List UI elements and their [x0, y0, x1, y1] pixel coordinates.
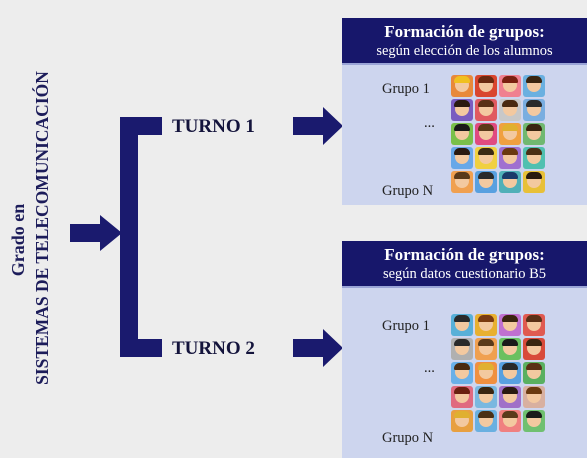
bracket-bottom-arm: [120, 339, 162, 357]
student-avatar-icon: [523, 99, 545, 121]
turno-2-label: TURNO 2: [172, 338, 255, 359]
bracket-top-arm: [120, 117, 162, 135]
student-avatar-icon: [523, 147, 545, 169]
student-avatar-icon: [475, 410, 497, 432]
student-avatar-icon: [451, 147, 473, 169]
student-avatar-icon: [499, 338, 521, 360]
turno-1-label: TURNO 1: [172, 116, 255, 137]
student-avatar-icon: [451, 410, 473, 432]
bracket-vertical: [120, 117, 138, 357]
group-first-label: Grupo 1: [382, 318, 430, 334]
group-panel-turno-2: Formación de grupos: según datos cuestio…: [342, 241, 587, 458]
student-avatar-icon: [451, 75, 473, 97]
student-avatar-icon: [523, 314, 545, 336]
student-avatar-icon: [523, 338, 545, 360]
group-first-label: Grupo 1: [382, 81, 430, 97]
student-avatar-icon: [451, 338, 473, 360]
group-last-label: Grupo N: [382, 430, 434, 446]
turno-1-arrow-shaft: [293, 117, 325, 135]
program-name-label: SISTEMAS DE TELECOMUNICACIÓN: [32, 71, 52, 385]
input-arrow-head: [100, 215, 122, 251]
student-avatar-icon: [475, 314, 497, 336]
turno-2-arrow-shaft: [293, 339, 325, 357]
group-last-label: Grupo N: [382, 183, 434, 199]
panel-header: Formación de grupos: según elección de l…: [342, 18, 587, 65]
panel-subtitle: según elección de los alumnos: [376, 43, 553, 59]
student-avatar-icon: [499, 123, 521, 145]
student-avatar-icon: [451, 171, 473, 193]
group-panel-turno-1: Formación de grupos: según elección de l…: [342, 18, 587, 205]
turno-2-arrow-head: [323, 329, 343, 367]
student-avatar-icon: [475, 75, 497, 97]
student-avatar-icon: [451, 123, 473, 145]
avatar-grid: [451, 314, 545, 432]
student-avatar-icon: [499, 75, 521, 97]
student-avatar-icon: [451, 386, 473, 408]
student-avatar-icon: [523, 75, 545, 97]
group-ellipsis: ...: [424, 115, 435, 131]
panel-body: Grupo 1 ... Grupo N: [342, 288, 587, 458]
student-avatar-icon: [475, 147, 497, 169]
student-avatar-icon: [499, 410, 521, 432]
student-avatar-icon: [475, 123, 497, 145]
input-arrow-shaft: [70, 224, 102, 242]
panel-title: Formación de grupos:: [384, 22, 545, 41]
student-avatar-icon: [499, 99, 521, 121]
student-avatar-icon: [523, 362, 545, 384]
turno-1-arrow-head: [323, 107, 343, 145]
student-avatar-icon: [475, 386, 497, 408]
student-avatar-icon: [475, 362, 497, 384]
student-avatar-icon: [523, 386, 545, 408]
panel-body: Grupo 1 ... Grupo N: [342, 65, 587, 205]
student-avatar-icon: [499, 362, 521, 384]
student-avatar-icon: [523, 123, 545, 145]
panel-title: Formación de grupos:: [384, 245, 545, 264]
student-avatar-icon: [475, 171, 497, 193]
student-avatar-icon: [475, 338, 497, 360]
student-avatar-icon: [523, 410, 545, 432]
student-avatar-icon: [451, 99, 473, 121]
program-title: Grado en SISTEMAS DE TELECOMUNICACIÓN: [0, 0, 80, 455]
student-avatar-icon: [451, 314, 473, 336]
avatar-grid: [451, 75, 545, 193]
panel-subtitle: según datos cuestionario B5: [382, 266, 547, 282]
student-avatar-icon: [475, 99, 497, 121]
student-avatar-icon: [523, 171, 545, 193]
student-avatar-icon: [499, 386, 521, 408]
student-avatar-icon: [499, 171, 521, 193]
student-avatar-icon: [499, 314, 521, 336]
student-avatar-icon: [451, 362, 473, 384]
program-title-svg: Grado en SISTEMAS DE TELECOMUNICACIÓN: [8, 71, 52, 385]
group-ellipsis: ...: [424, 360, 435, 376]
student-avatar-icon: [499, 147, 521, 169]
program-degree-label: Grado en: [8, 204, 28, 277]
panel-header: Formación de grupos: según datos cuestio…: [342, 241, 587, 288]
